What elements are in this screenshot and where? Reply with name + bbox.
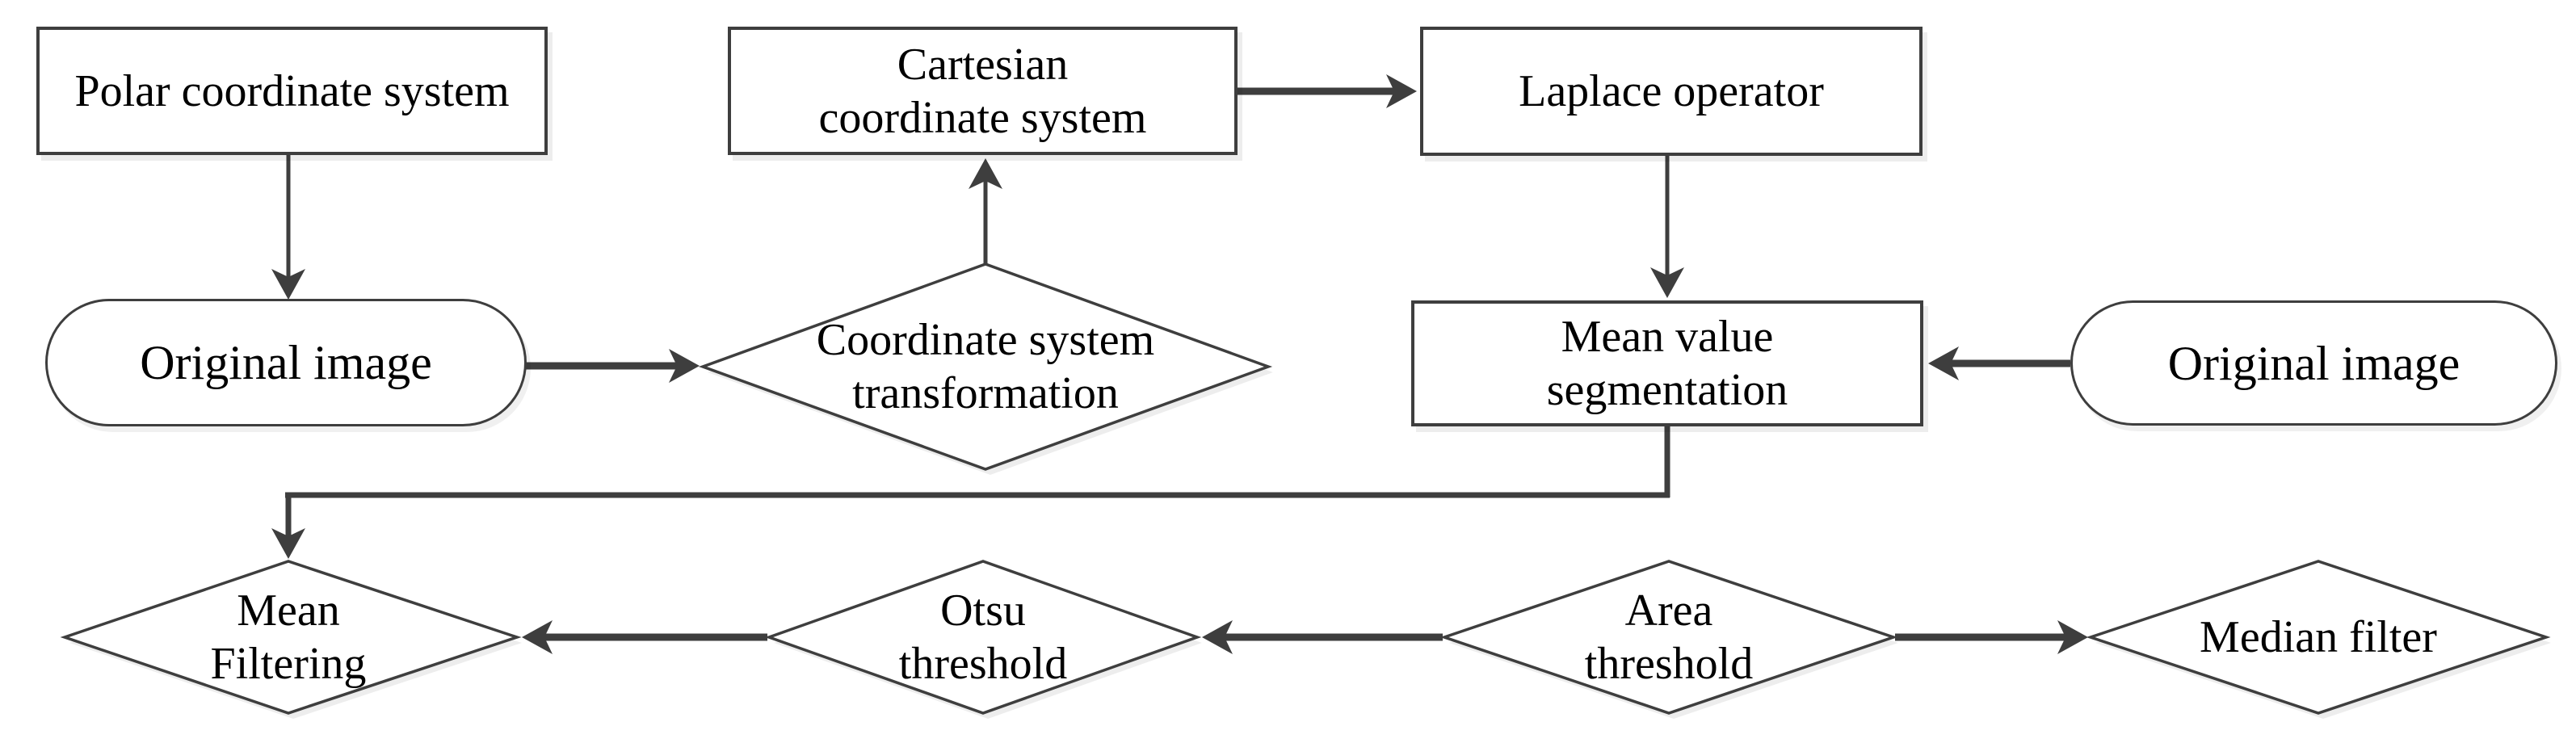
arrowhead-down-icon (1650, 267, 1684, 298)
node-polar-coordinate-system: Polar coordinate system (36, 27, 548, 155)
diamond-area-threshold (1439, 560, 1898, 715)
diamond-median-filter (2086, 560, 2551, 715)
arrowhead-up-icon (969, 158, 1002, 189)
node-original-image-left: Original image (45, 299, 527, 426)
arrowhead-right-icon (1386, 74, 1417, 108)
node-original-image-right: Original image (2070, 300, 2557, 426)
arrowhead-left-icon (522, 620, 553, 654)
node-mean-value-segmentation: Mean value segmentation (1411, 300, 1923, 426)
node-laplace-operator: Laplace operator (1420, 27, 1923, 156)
arrowhead-left-icon (1928, 346, 1959, 380)
diamond-otsu-threshold (764, 560, 1202, 715)
diamond-mean-filtering (60, 560, 522, 715)
diamond-coordinate-transform (698, 262, 1273, 471)
arrowhead-down-icon (271, 269, 305, 300)
arrowhead-down-icon (271, 528, 305, 559)
arrowhead-left-icon (1202, 620, 1233, 654)
arrowhead-right-icon (2057, 620, 2088, 654)
arrowhead-right-icon (669, 349, 700, 383)
node-cartesian-coordinate-system: Cartesian coordinate system (728, 27, 1238, 155)
